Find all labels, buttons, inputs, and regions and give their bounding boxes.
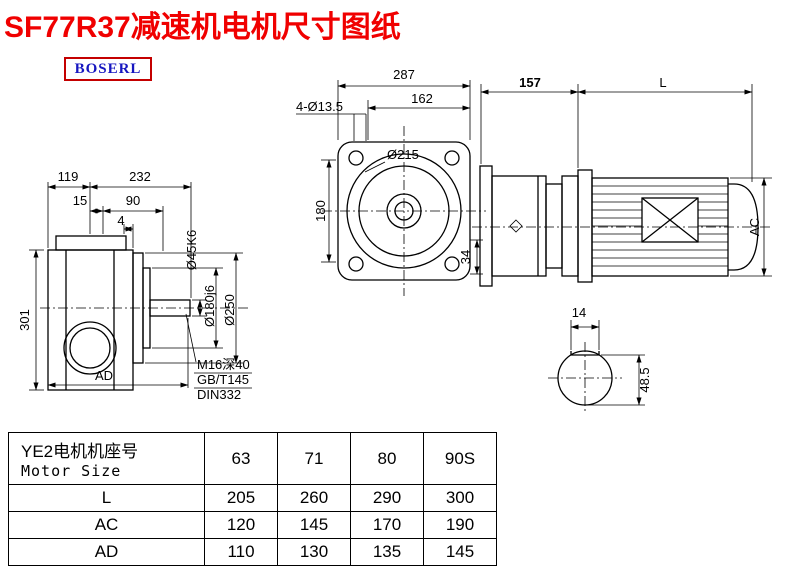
dim-spigot-dia-label: Ø180j6: [202, 285, 217, 327]
dim-holes-label: 4-Ø13.5: [296, 99, 343, 114]
front-view-dimensions: 119 232 15 90 4 301 AD Ø45K6 Ø180j6 Ø250…: [17, 169, 252, 402]
front-view-outline: [40, 235, 250, 391]
technical-drawing: 119 232 15 90 4 301 AD Ø45K6 Ø180j6 Ø250…: [17, 67, 772, 414]
column-header-71: 71: [277, 432, 351, 485]
flange-view-dimensions: 287 162 4-Ø13.5 Ø215 180 34: [296, 67, 483, 275]
table-row-AD: AD 110 130 135 145: [8, 538, 497, 566]
shaft-section-outline: [548, 342, 622, 414]
note-std1-label: GB/T145: [197, 372, 249, 387]
cell-AD-80: 135: [350, 538, 424, 566]
cell-AD-71: 130: [277, 538, 351, 566]
table-header-row: YE2电机机座号 Motor Size 63 71 80 90S: [8, 432, 497, 485]
note-std2-label: DIN332: [197, 387, 241, 402]
dim-ad-label: AD: [95, 368, 113, 383]
table-row-AC: AC 120 145 170 190: [8, 511, 497, 539]
dim-119-label: 119: [58, 169, 79, 184]
dim-AC-label: AC: [747, 218, 762, 236]
cell-AC-71: 145: [277, 511, 351, 539]
table-row-L: L 205 260 290 300: [8, 484, 497, 512]
column-header-63: 63: [204, 432, 278, 485]
dim-232-label: 232: [129, 169, 151, 184]
row-label-AD: AD: [8, 538, 205, 566]
dim-4-label: 4: [117, 213, 124, 228]
cell-AC-80: 170: [350, 511, 424, 539]
brand-logo: BOSERL: [64, 57, 152, 81]
dim-34-label: 34: [458, 250, 473, 264]
cell-L-63: 205: [204, 484, 278, 512]
cell-L-80: 290: [350, 484, 424, 512]
page-title: SF77R37减速机电机尺寸图纸: [4, 11, 401, 44]
motor-size-table: YE2电机机座号 Motor Size 63 71 80 90S L 205 2…: [8, 432, 497, 566]
dim-14-label: 14: [572, 305, 586, 320]
dim-pilot-dia-label: Ø215: [387, 147, 419, 162]
row-label-AC: AC: [8, 511, 205, 539]
dim-301-label: 301: [17, 309, 32, 331]
cell-AC-90s: 190: [423, 511, 497, 539]
cell-AC-63: 120: [204, 511, 278, 539]
shaft-section-dimensions: 14 48.5: [570, 305, 652, 406]
side-view-outline: [472, 165, 772, 287]
cell-L-90s: 300: [423, 484, 497, 512]
dim-287-label: 287: [393, 67, 415, 82]
cell-AD-63: 110: [204, 538, 278, 566]
dim-157-label: 157: [519, 75, 541, 90]
motor-size-header-cn: YE2电机机座号: [21, 442, 139, 461]
flange-view-outline: [322, 126, 486, 296]
dim-L-label: L: [659, 75, 666, 90]
dim-90-label: 90: [126, 193, 140, 208]
dim-162-label: 162: [411, 91, 433, 106]
dim-shaft-dia-label: Ø45K6: [184, 230, 199, 270]
row-label-L: L: [8, 484, 205, 512]
column-header-90s: 90S: [423, 432, 497, 485]
motor-size-header-en: Motor Size: [21, 462, 122, 480]
dim-15-label: 15: [73, 193, 87, 208]
dim-180-label: 180: [313, 200, 328, 222]
table-header-motor-size: YE2电机机座号 Motor Size: [8, 432, 205, 485]
dim-flange-dia-label: Ø250: [222, 294, 237, 326]
column-header-80: 80: [350, 432, 424, 485]
side-view-dimensions: 157 L AC: [480, 75, 772, 277]
dim-485-label: 48.5: [637, 367, 652, 392]
cell-L-71: 260: [277, 484, 351, 512]
cell-AD-90s: 145: [423, 538, 497, 566]
note-tap-label: M16深40: [197, 357, 250, 372]
